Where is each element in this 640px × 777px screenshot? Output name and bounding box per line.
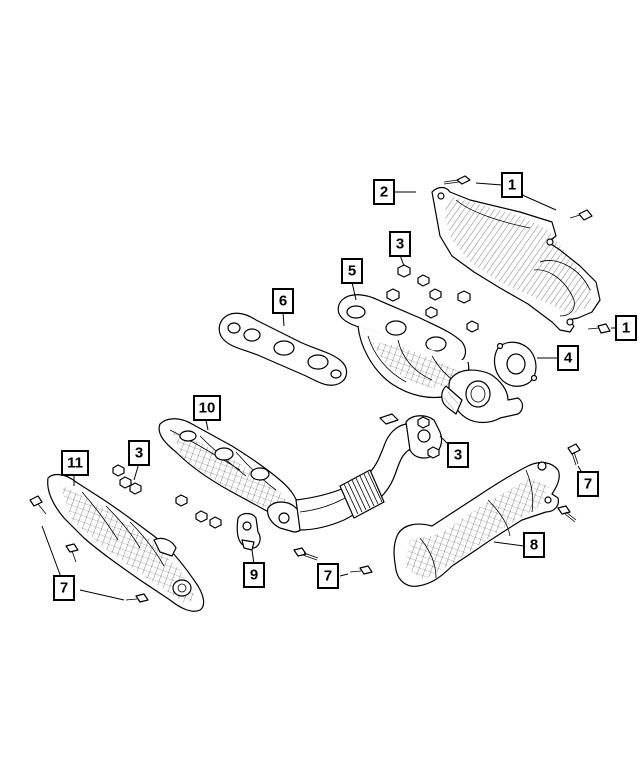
svg-text:5: 5 xyxy=(348,263,356,280)
callout-3-middle: 3 xyxy=(447,442,469,468)
callout-3-left: 3 xyxy=(128,440,150,466)
svg-text:3: 3 xyxy=(454,447,462,464)
bolt-right-top xyxy=(569,209,593,221)
bolt-top xyxy=(443,175,471,185)
heat-shield-left xyxy=(47,473,205,612)
svg-text:7: 7 xyxy=(584,476,592,493)
svg-text:3: 3 xyxy=(135,445,143,462)
heat-shield-right xyxy=(431,186,601,333)
callout-9: 9 xyxy=(243,562,265,588)
callout-10: 10 xyxy=(193,395,221,421)
nuts-lower-left xyxy=(112,464,222,529)
bolt-7-right-center xyxy=(349,565,373,575)
svg-text:2: 2 xyxy=(380,184,388,201)
svg-text:8: 8 xyxy=(530,537,538,554)
svg-text:3: 3 xyxy=(396,236,404,253)
bolt-7-left-bottom xyxy=(125,593,149,603)
svg-text:7: 7 xyxy=(324,568,332,585)
callout-6: 6 xyxy=(272,288,294,314)
callout-8: 8 xyxy=(523,532,545,558)
callout-5: 5 xyxy=(341,258,363,284)
callout-7-right: 7 xyxy=(577,471,599,497)
bolt-right-mid xyxy=(587,323,611,334)
callout-3-upper: 3 xyxy=(389,231,411,257)
bolt-7-lower-right xyxy=(557,505,577,523)
callout-7-center: 7 xyxy=(317,563,339,589)
callout-2: 2 xyxy=(373,179,395,205)
svg-text:6: 6 xyxy=(279,293,287,310)
svg-text:9: 9 xyxy=(250,567,258,584)
nuts-middle-right xyxy=(417,416,440,459)
nuts-upper xyxy=(386,264,479,333)
svg-text:11: 11 xyxy=(67,455,83,472)
svg-text:1: 1 xyxy=(622,320,630,337)
bolt-7-top-right xyxy=(567,443,581,466)
callout-1-top: 1 xyxy=(501,172,523,198)
svg-text:7: 7 xyxy=(60,580,68,597)
bolt-7-center xyxy=(293,547,319,561)
bolt-7-left-mid xyxy=(65,543,79,563)
bolt-7-left-top xyxy=(29,495,47,515)
svg-text:1: 1 xyxy=(508,177,516,194)
exhaust-manifold-lower xyxy=(158,418,306,533)
callout-4: 4 xyxy=(557,345,579,371)
oxygen-sensor-fitting xyxy=(236,512,261,551)
callout-11: 11 xyxy=(61,450,89,476)
exhaust-manifold-upper xyxy=(337,294,524,424)
catalytic-converter-shield xyxy=(393,461,560,587)
flex-bellows xyxy=(339,469,385,519)
svg-text:10: 10 xyxy=(199,400,216,417)
gasket-upper xyxy=(218,312,348,386)
crossover-pipe xyxy=(295,413,443,531)
svg-text:4: 4 xyxy=(564,350,573,367)
callout-1-right: 1 xyxy=(615,315,637,341)
gasket-small xyxy=(493,341,538,387)
callout-7-left: 7 xyxy=(53,575,75,601)
